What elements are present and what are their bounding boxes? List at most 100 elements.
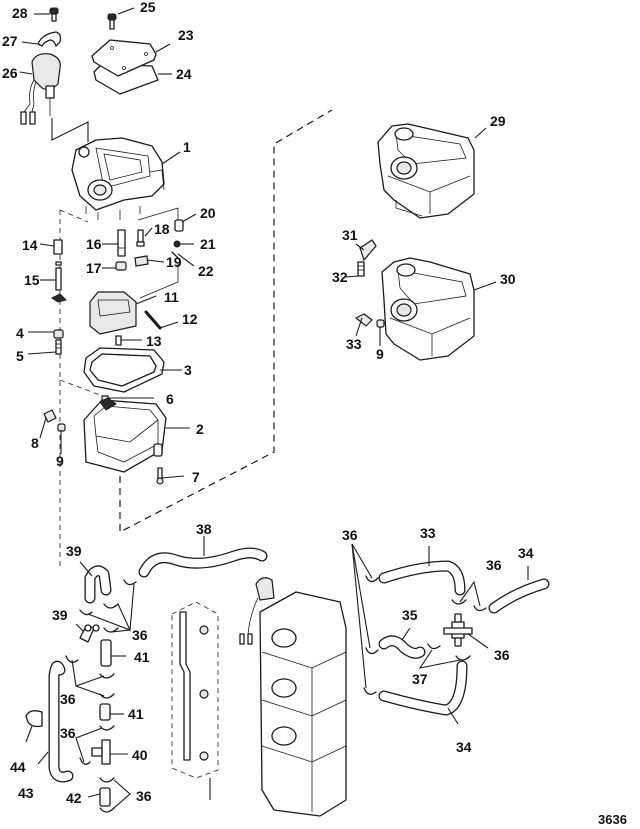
callout-26: 27 (2, 33, 18, 49)
carburetor-stack (239, 577, 347, 817)
main-nozzle-15 (117, 229, 126, 257)
carburetor-29 (381, 257, 475, 361)
figure-number: 3636 (598, 812, 627, 827)
pin-21 (171, 251, 181, 261)
callout-40: 41 (134, 649, 150, 665)
callout-24: 25 (140, 0, 156, 15)
callout-43: 44 (10, 759, 26, 775)
callout-36e: 36 (342, 527, 358, 543)
callout-36a: 36 (132, 627, 148, 643)
callout-34a: 34 (518, 545, 534, 561)
hose-34-left (378, 635, 426, 659)
callout-28: 29 (490, 113, 506, 129)
pilot-jet-14 (51, 261, 67, 303)
hose-42 (48, 660, 74, 783)
hose-41-upper (99, 703, 111, 721)
hose-40 (100, 639, 112, 667)
callout-34b: 35 (402, 607, 418, 623)
hose-37 (138, 547, 268, 578)
callout-33b: 34 (456, 739, 472, 755)
callout-9: 9 (56, 453, 64, 469)
callout-11: 12 (182, 311, 198, 327)
carburetor-28 (377, 123, 475, 219)
hose-33-upper (378, 560, 466, 596)
callout-1: 1 (183, 139, 191, 155)
hose-41-lower (99, 787, 111, 807)
cap-19 (174, 219, 184, 232)
callout-4: 4 (16, 325, 24, 341)
callout-36c: 36 (60, 725, 76, 741)
plug-18 (134, 255, 149, 267)
callout-18: 19 (166, 254, 182, 270)
spring-31 (357, 261, 365, 277)
air-jet-17 (136, 229, 145, 247)
callout-labels: 28 27 26 25 23 24 1 20 21 22 18 19 16 17… (2, 0, 627, 827)
callout-12: 13 (146, 333, 162, 349)
callout-19: 20 (200, 205, 216, 221)
callout-9b: 9 (376, 346, 384, 362)
callout-29: 30 (500, 271, 516, 287)
o-ring-20 (173, 240, 181, 248)
cover-plate-22 (91, 39, 157, 77)
callout-32: 33 (346, 336, 362, 352)
callout-27: 28 (12, 5, 28, 21)
callout-36g: 37 (412, 671, 428, 687)
callout-35: 36 (494, 647, 510, 663)
callout-42: 43 (18, 785, 34, 801)
screw-7 (156, 467, 164, 485)
main-jet-16 (115, 261, 127, 271)
hose-elbow-38 (84, 565, 112, 604)
screw-27 (49, 7, 59, 22)
tee-39-upper (79, 624, 100, 643)
callout-5: 5 (16, 348, 24, 364)
callout-15: 16 (86, 236, 102, 252)
callout-8: 8 (31, 435, 39, 451)
cross-fitting-35 (443, 613, 473, 647)
callout-17: 18 (154, 221, 170, 237)
callout-10: 11 (164, 289, 179, 305)
callout-31: 32 (332, 269, 348, 285)
callout-25: 26 (2, 65, 18, 81)
float-10 (89, 291, 137, 335)
callout-39a: 39 (52, 607, 68, 623)
callout-36f: 36 (486, 557, 502, 573)
pilot-screw-cap-4 (53, 329, 64, 339)
callout-22: 23 (178, 27, 194, 43)
callout-14: 15 (24, 272, 40, 288)
callout-36d: 36 (136, 788, 152, 804)
callout-41a: 41 (128, 706, 144, 722)
float-pin-11 (144, 310, 162, 330)
callout-6: 6 (166, 391, 174, 407)
elbow-32 (354, 313, 373, 327)
pilot-jet-holder-13 (53, 239, 63, 255)
callout-37: 38 (196, 521, 212, 537)
clamps-36-left (65, 579, 137, 813)
callout-36b: 36 (60, 691, 76, 707)
callout-39b: 40 (132, 747, 148, 763)
clamps-36-right (363, 575, 487, 695)
washer-9 (57, 423, 66, 432)
linkage-kit-44 (171, 601, 219, 779)
callout-38: 39 (66, 543, 82, 559)
callout-33a: 33 (420, 525, 436, 541)
pilot-screw-5 (55, 339, 62, 355)
hose-33-lower (378, 660, 468, 716)
needle-valve-12 (115, 335, 122, 346)
callout-13: 14 (22, 237, 38, 253)
float-bowl-2 (83, 397, 167, 473)
tee-39-lower (91, 739, 111, 765)
callout-30: 31 (342, 227, 358, 243)
hose-34-right (488, 578, 550, 614)
gasket-3 (83, 347, 165, 393)
callout-23: 24 (176, 66, 192, 82)
elbow-30 (359, 239, 377, 262)
callout-16: 17 (86, 260, 102, 276)
callout-2: 2 (196, 421, 204, 437)
callout-41b: 42 (66, 790, 82, 806)
solenoid-25 (20, 53, 61, 125)
bracket-26 (37, 31, 62, 47)
clip-43 (25, 710, 43, 728)
drain-fitting-8 (43, 409, 57, 423)
carburetor-1 (71, 137, 165, 220)
